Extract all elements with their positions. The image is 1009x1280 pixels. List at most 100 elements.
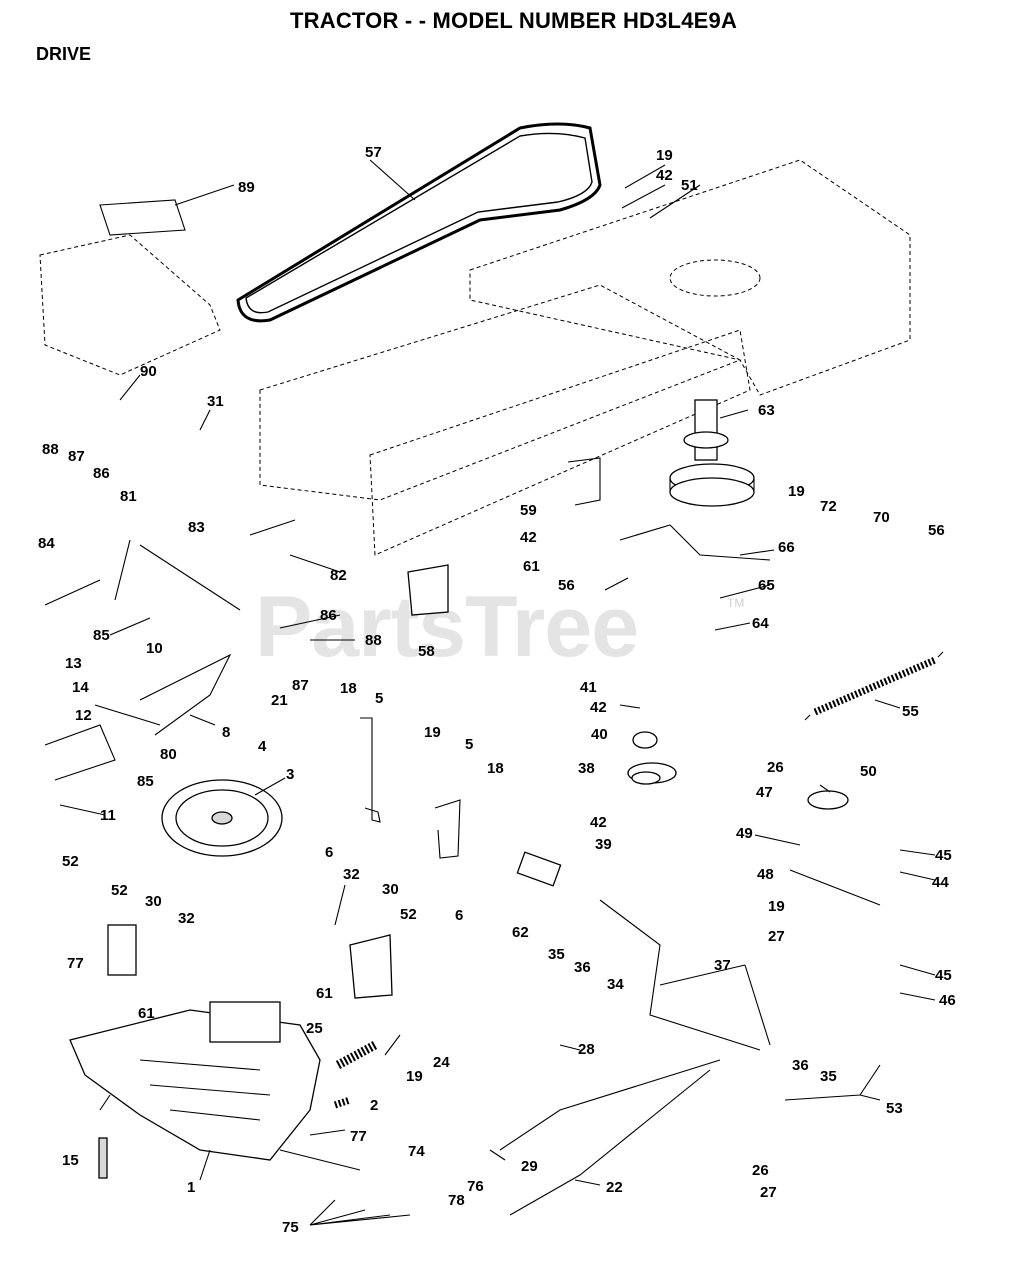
callout: 18 (340, 680, 357, 697)
callout: 44 (932, 874, 949, 891)
bracket-58 (407, 564, 449, 616)
callout: 2 (370, 1097, 378, 1114)
callout: 87 (68, 448, 85, 465)
callout: 86 (93, 465, 110, 482)
callout: 6 (455, 907, 463, 924)
callout: 50 (860, 763, 877, 780)
callout: 61 (138, 1005, 155, 1022)
callout: 53 (886, 1100, 903, 1117)
callout: 34 (607, 976, 624, 993)
callout: 32 (343, 866, 360, 883)
callout: 18 (487, 760, 504, 777)
callout: 74 (408, 1143, 425, 1160)
callout: 26 (767, 759, 784, 776)
callout: 42 (590, 699, 607, 716)
callout: 52 (400, 906, 417, 923)
callout: 19 (424, 724, 441, 741)
leader-lines (59, 159, 936, 1226)
callout: 70 (873, 509, 890, 526)
drive-belt (236, 122, 602, 323)
callout: 35 (548, 946, 565, 963)
callout: 4 (258, 738, 267, 755)
callout: 85 (93, 627, 110, 644)
callout: 76 (467, 1178, 484, 1195)
callout: 49 (736, 825, 753, 842)
callout: 46 (939, 992, 956, 1009)
spacer (632, 731, 658, 749)
callout: 14 (72, 679, 89, 696)
callout: 8 (222, 724, 230, 741)
callout: 75 (282, 1219, 299, 1236)
callout: 13 (65, 655, 82, 672)
callout: 25 (306, 1020, 323, 1037)
watermark-trademark: TM (727, 596, 745, 610)
callout: 83 (188, 519, 205, 536)
callout: 56 (558, 577, 575, 594)
callout: 88 (365, 632, 382, 649)
frame (39, 159, 911, 556)
callout: 31 (207, 393, 224, 410)
callout: 85 (137, 773, 154, 790)
transaxle-pulley (161, 779, 283, 857)
callout: 81 (120, 488, 137, 505)
callout: 10 (146, 640, 163, 657)
transaxle (69, 1001, 361, 1179)
spring-small (335, 1041, 378, 1069)
callout: 84 (38, 535, 55, 552)
callout: 48 (757, 866, 774, 883)
callout: 66 (778, 539, 795, 556)
callout: 52 (111, 882, 128, 899)
callout: 42 (656, 167, 673, 184)
callout: 51 (681, 177, 698, 194)
callout: 30 (145, 893, 162, 910)
callout: 3 (286, 766, 294, 783)
callout: 38 (578, 760, 595, 777)
callout: 39 (595, 836, 612, 853)
callout: 42 (590, 814, 607, 831)
callout: 40 (591, 726, 608, 743)
callout: 89 (238, 179, 255, 196)
callout: 77 (350, 1128, 367, 1145)
callout-labels: 57 19 42 51 89 90 31 63 88 87 86 81 83 1… (38, 144, 956, 1236)
callout: 36 (574, 959, 591, 976)
engine-pulley (669, 399, 755, 507)
bracket-30-right (349, 934, 393, 999)
belt-guide (567, 457, 601, 506)
callout: 35 (820, 1068, 837, 1085)
callout: 42 (520, 529, 537, 546)
callout: 26 (752, 1162, 769, 1179)
spring (813, 656, 937, 716)
callout: 37 (714, 957, 731, 974)
callout: 19 (788, 483, 805, 500)
callout: 61 (523, 558, 540, 575)
callout: 5 (375, 690, 383, 707)
callout: 30 (382, 881, 399, 898)
section-label: DRIVE (36, 44, 92, 64)
callout: 27 (760, 1184, 777, 1201)
callout: 82 (330, 567, 347, 584)
bracket (360, 717, 381, 823)
callout: 55 (902, 703, 919, 720)
callout: 90 (140, 363, 157, 380)
callout: 12 (75, 707, 92, 724)
callout: 86 (320, 607, 337, 624)
callout: 1 (187, 1179, 195, 1196)
callout: 28 (578, 1041, 595, 1058)
callout: 47 (756, 784, 773, 801)
callout: 32 (178, 910, 195, 927)
callout: 22 (606, 1179, 623, 1196)
callout: 24 (433, 1054, 450, 1071)
callout: 21 (271, 692, 288, 709)
callout: 11 (100, 807, 116, 824)
callout: 77 (67, 955, 84, 972)
callout: 19 (656, 147, 673, 164)
callout: 27 (768, 928, 785, 945)
page-title: TRACTOR - - MODEL NUMBER HD3L4E9A (290, 8, 738, 33)
callout: 15 (62, 1152, 79, 1169)
callout: 19 (768, 898, 785, 915)
shift-rod (139, 544, 241, 611)
callout: 19 (406, 1068, 423, 1085)
callout: 88 (42, 441, 59, 458)
bracket-30-left (107, 924, 137, 976)
